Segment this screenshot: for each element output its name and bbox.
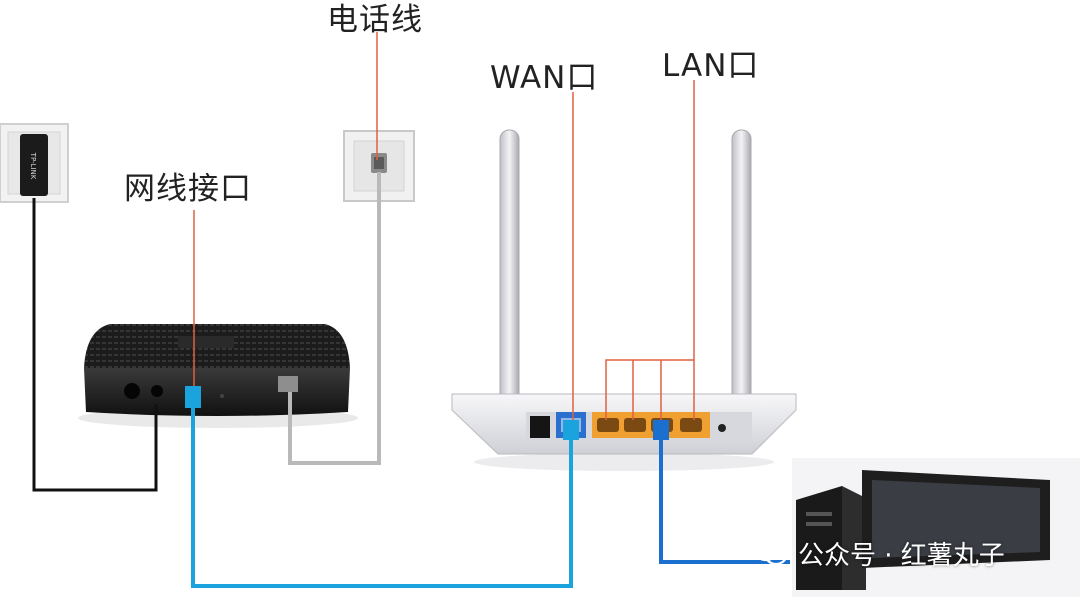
antenna-left — [499, 129, 520, 421]
ethernet-cable-lan-pc — [653, 420, 790, 564]
wan-port-label: WAN口 — [490, 60, 599, 96]
antenna-right — [731, 129, 752, 421]
watermark-text: 公众号 · 红薯丸子 — [798, 540, 1005, 571]
lan-port-label: LAN口 — [662, 48, 760, 84]
phone-line-label: 电话线 — [327, 2, 423, 38]
callout-lines — [193, 32, 695, 420]
phone-cable — [288, 172, 381, 465]
power-adapter-icon: TP-LINK — [0, 123, 69, 203]
network-port-label: 网线接口 — [124, 171, 252, 207]
wechat-icon — [752, 538, 788, 566]
watermark: 公众号 · 红薯丸子 — [752, 528, 1005, 578]
power-cable — [32, 198, 158, 492]
modem-icon — [78, 324, 358, 428]
ethernet-cable-modem-wan — [185, 386, 579, 588]
computer-icon — [792, 458, 1080, 597]
router-icon — [451, 393, 797, 471]
adapter-logo: TP-LINK — [29, 152, 37, 180]
